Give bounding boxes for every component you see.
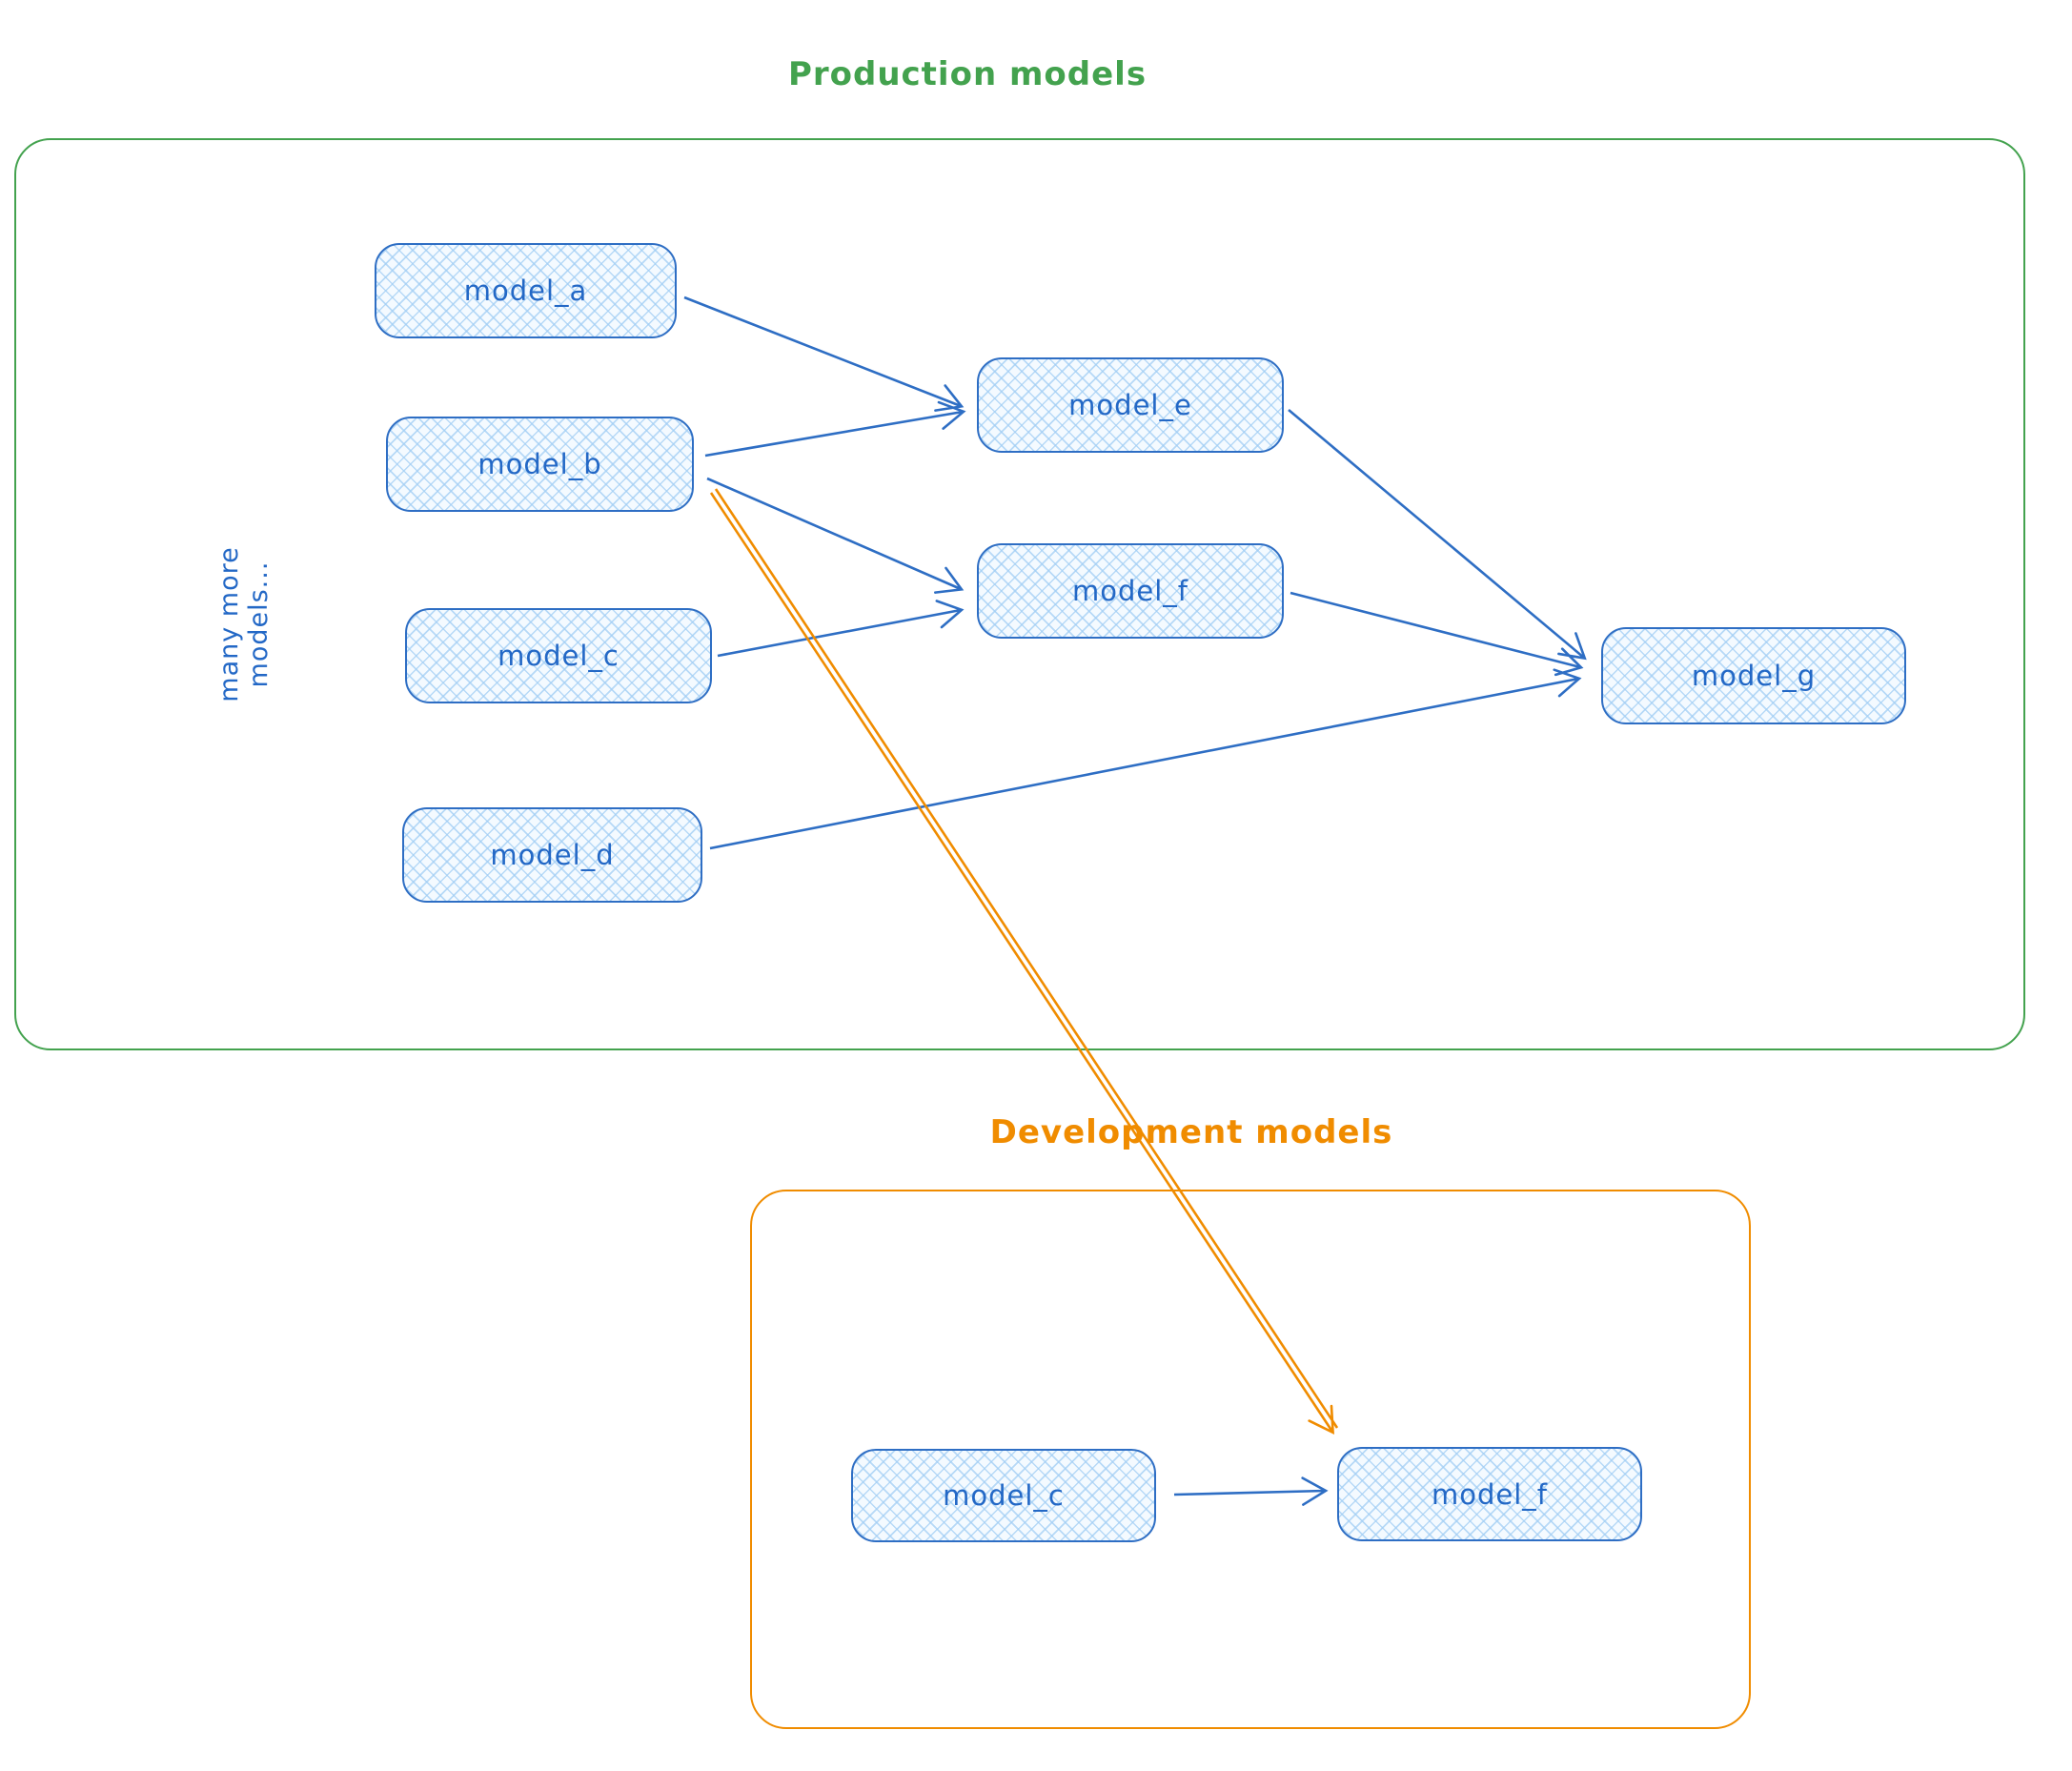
node-dev-model-f-label: model_f <box>1431 1477 1548 1511</box>
development-group-title: Development models <box>989 1113 1393 1151</box>
node-dev-model-f: model_f <box>1337 1447 1642 1541</box>
node-model-d: model_d <box>402 807 702 903</box>
node-model-b-label: model_b <box>477 448 602 480</box>
node-model-c-label: model_c <box>498 640 620 672</box>
node-model-e-label: model_e <box>1068 389 1192 421</box>
node-model-a-label: model_a <box>463 275 588 307</box>
node-model-d-label: model_d <box>490 839 615 871</box>
node-model-c: model_c <box>405 608 712 703</box>
node-model-a: model_a <box>375 243 677 338</box>
many-more-models-note: many more models... <box>214 546 274 702</box>
node-dev-model-c: model_c <box>851 1449 1156 1542</box>
production-group-title: Production models <box>787 55 1148 93</box>
node-model-g-label: model_g <box>1691 660 1817 692</box>
node-model-b: model_b <box>386 417 694 512</box>
node-model-e: model_e <box>977 357 1284 453</box>
node-model-f-label: model_f <box>1071 575 1188 607</box>
node-dev-model-c-label: model_c <box>943 1479 1065 1512</box>
node-model-g: model_g <box>1601 627 1906 724</box>
node-model-f: model_f <box>977 543 1284 639</box>
